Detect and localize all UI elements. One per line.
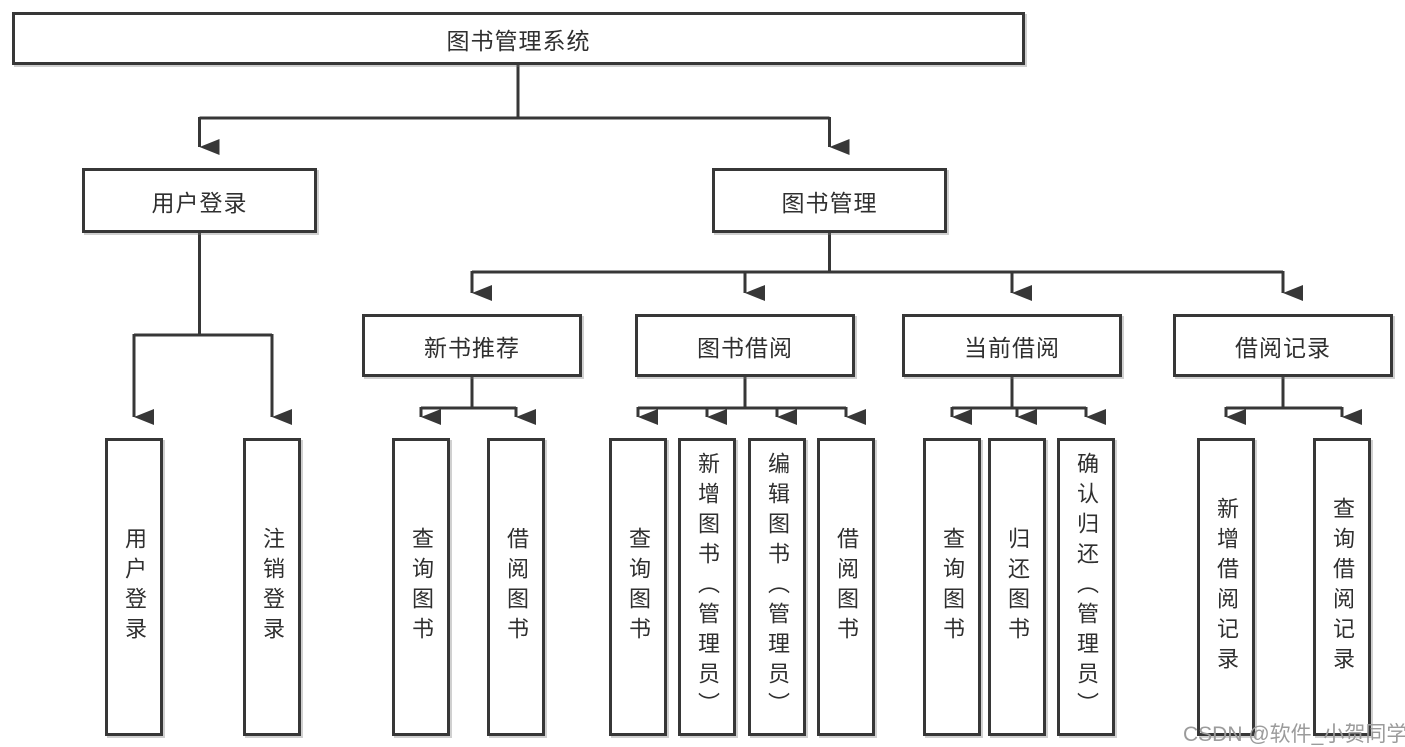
leaf-add-books-admin: 新增图书（管理员） [678,438,736,736]
leaf-borrow-books-recommend: 借阅图书 [487,438,545,736]
node-label: 图书管理系统 [446,27,591,54]
node-label: 新书推荐 [424,334,520,361]
node-user-login: 用户登录 [82,168,317,233]
node-label: 用户登录 [122,527,147,647]
node-book-borrowing: 图书借阅 [635,314,855,377]
leaf-edit-books-admin: 编辑图书（管理员） [748,438,806,736]
leaf-query-books-recommend: 查询图书 [392,438,450,736]
node-current-borrowing: 当前借阅 [902,314,1122,377]
node-label: 查询图书 [626,527,651,647]
leaf-query-borrow-record: 查询借阅记录 [1313,438,1371,736]
node-label: 确认归还（管理员） [1074,452,1099,722]
node-label: 查询借阅记录 [1330,497,1355,677]
node-label: 注销登录 [260,527,285,647]
node-label: 借阅图书 [504,527,529,647]
leaf-confirm-return-admin: 确认归还（管理员） [1057,438,1115,736]
leaf-query-books-current: 查询图书 [923,438,981,736]
node-label: 编辑图书（管理员） [765,452,790,722]
leaf-logout: 注销登录 [243,438,301,736]
leaf-user-login: 用户登录 [105,438,163,736]
node-label: 用户登录 [151,189,248,216]
leaf-borrow-books: 借阅图书 [817,438,875,736]
node-new-book-recommendation: 新书推荐 [362,314,582,377]
node-label: 借阅记录 [1235,334,1331,361]
node-label: 查询图书 [940,527,965,647]
node-borrowing-records: 借阅记录 [1173,314,1393,377]
node-label: 图书管理 [781,189,878,216]
leaf-query-books-borrowing: 查询图书 [609,438,667,736]
node-label: 当前借阅 [964,334,1060,361]
leaf-add-borrow-record: 新增借阅记录 [1197,438,1255,736]
node-label: 借阅图书 [834,527,859,647]
node-label: 新增借阅记录 [1214,497,1239,677]
node-book-management: 图书管理 [712,168,947,233]
node-label: 图书借阅 [697,334,793,361]
node-label: 新增图书（管理员） [695,452,720,722]
node-label: 查询图书 [409,527,434,647]
node-label: 归还图书 [1005,527,1030,647]
leaf-return-books: 归还图书 [988,438,1046,736]
node-library-management-system: 图书管理系统 [12,12,1025,65]
csdn-watermark: CSDN @软件_小贺同学 [1183,723,1405,746]
